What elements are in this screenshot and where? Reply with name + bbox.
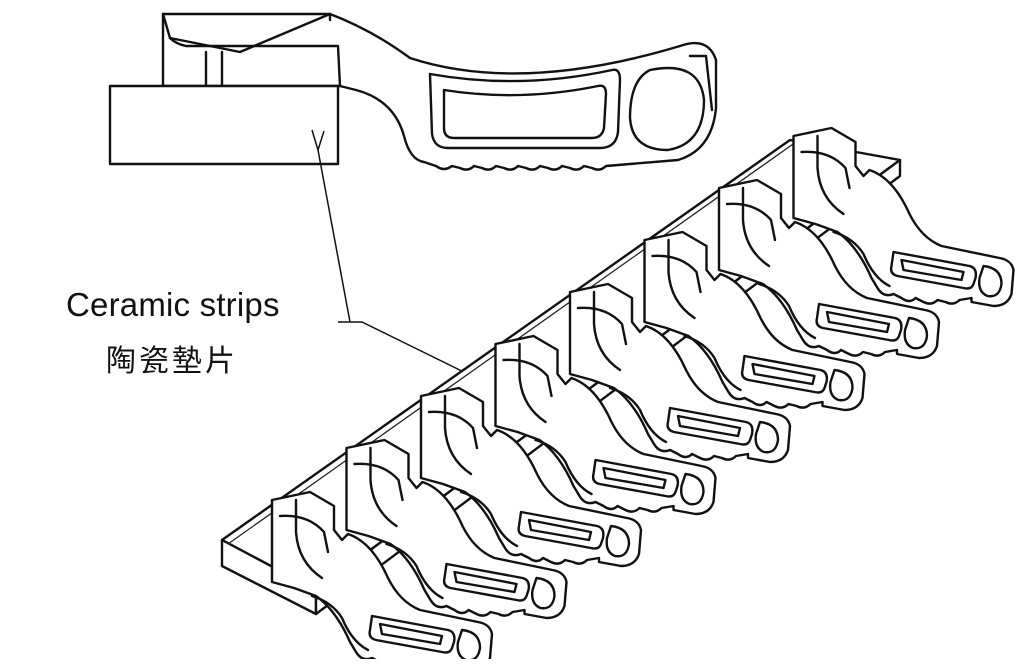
ceramic-strip-detail-block (108, 84, 340, 166)
single-part-detail (161, 12, 718, 171)
label-ceramic-strips: Ceramic strips (66, 286, 280, 323)
leader-lines (311, 129, 477, 379)
label-ceramic-strips-zh: 陶瓷墊片 (106, 344, 238, 379)
parts-row (270, 126, 1015, 664)
